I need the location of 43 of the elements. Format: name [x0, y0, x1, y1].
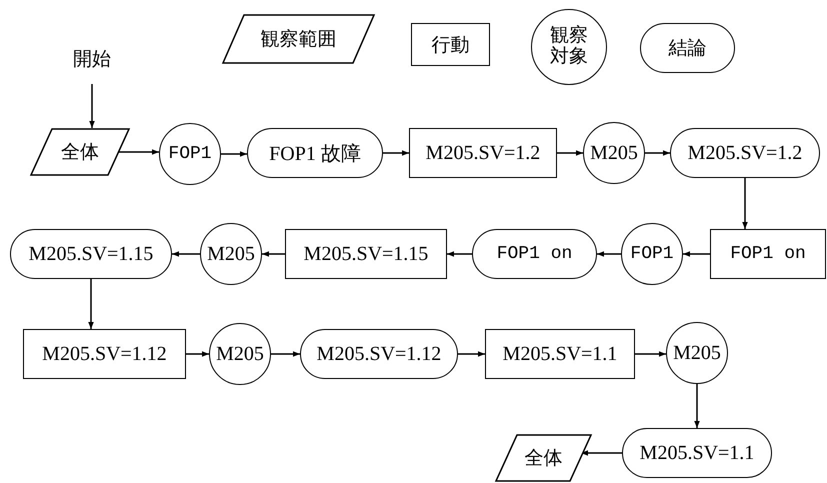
arrow — [221, 151, 247, 157]
arrow — [458, 351, 485, 357]
action-box: M205.SV=1.15 — [285, 229, 447, 279]
arrow — [635, 351, 666, 357]
conclusion-terminal: FOP1 故障 — [247, 128, 383, 178]
arrow — [172, 251, 200, 257]
conclusion-terminal: M205.SV=1.12 — [300, 329, 458, 379]
arrow — [581, 450, 622, 456]
conclusion-terminal: M205.SV=1.1 — [622, 428, 772, 478]
object-circle: FOP1 — [621, 223, 683, 285]
action-box: M205.SV=1.12 — [23, 329, 186, 379]
legend-circle: 観察対象 — [531, 9, 607, 85]
object-circle: M205 — [209, 323, 271, 385]
data-parallelogram: 全体 — [30, 128, 130, 176]
action-box: M205.SV=1.2 — [409, 128, 557, 178]
data-parallelogram: 全体 — [495, 434, 592, 482]
legend-box: 行動 — [411, 23, 490, 66]
arrow — [262, 251, 285, 257]
conclusion-terminal: M205.SV=1.15 — [10, 229, 172, 279]
start-label: 開始 — [62, 42, 122, 76]
legend-parallelogram: 観察範囲 — [222, 14, 375, 64]
arrow — [119, 149, 159, 155]
arrow — [447, 251, 472, 257]
arrow — [683, 251, 710, 257]
action-box: M205.SV=1.1 — [485, 329, 635, 379]
arrow — [742, 178, 748, 229]
object-circle: FOP1 — [159, 123, 221, 185]
arrow — [186, 351, 209, 357]
arrow — [557, 150, 583, 156]
object-circle: M205 — [200, 223, 262, 285]
conclusion-terminal: M205.SV=1.2 — [670, 128, 820, 178]
arrow — [89, 84, 95, 128]
object-circle: M205 — [583, 122, 645, 184]
arrow — [694, 384, 700, 428]
arrow — [383, 150, 409, 156]
arrow — [597, 251, 621, 257]
legend-terminal: 結論 — [640, 23, 735, 73]
object-circle: M205 — [666, 322, 728, 384]
arrow — [88, 279, 94, 329]
conclusion-terminal: FOP1 on — [472, 229, 597, 279]
action-box: FOP1 on — [710, 229, 826, 279]
arrow — [645, 150, 670, 156]
arrow — [271, 351, 300, 357]
